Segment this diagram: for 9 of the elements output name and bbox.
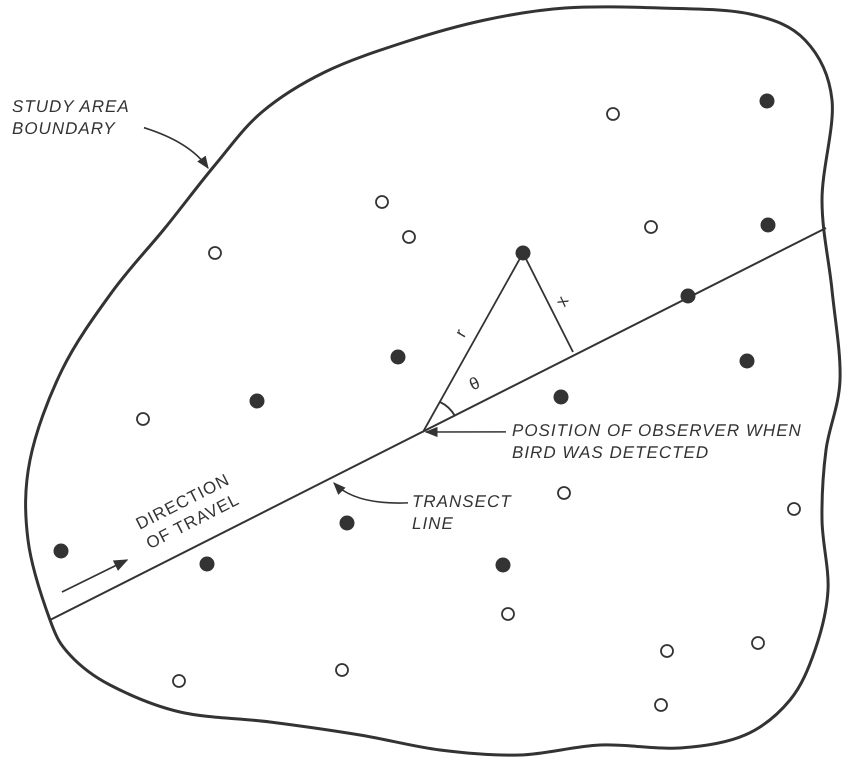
callout-label: STUDY AREA BOUNDARY [12, 96, 140, 140]
leader-arrow [424, 426, 506, 438]
distance-label: r [450, 324, 472, 342]
callout-label: POSITION OF OBSERVER WHEN BIRD WAS DETECTED [512, 420, 802, 464]
callout-label: TRANSECT LINE [412, 491, 512, 535]
leader-arrow [144, 126, 209, 170]
distance-label: x [550, 291, 574, 311]
angle-label: θ [466, 372, 485, 396]
leader-arrow [333, 482, 408, 504]
